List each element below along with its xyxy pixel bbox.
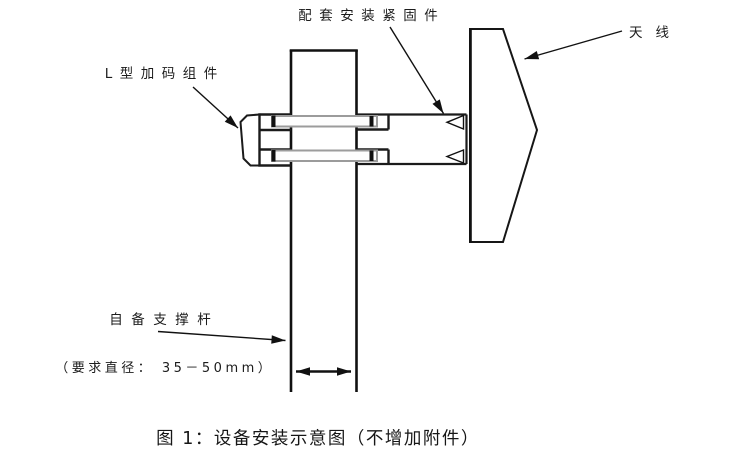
l-bracket-label: L型加码组件 xyxy=(104,66,225,82)
clamp-plate-slots xyxy=(356,114,390,164)
pole-diameter-note: （要求直径： 35－50mm） xyxy=(55,361,275,376)
antenna-shape xyxy=(469,28,539,243)
clamp-plate-outline xyxy=(356,113,468,166)
clamp-bolt-bottom xyxy=(271,149,378,162)
fastener-wedge-bottom xyxy=(445,148,465,165)
figure-caption: 图 1：设备安装示意图（不增加附件） xyxy=(156,429,480,449)
l-bracket-body xyxy=(258,113,291,167)
antenna-label: 天线 xyxy=(629,25,682,41)
clamp-bolt-top xyxy=(271,115,378,128)
l-bracket-nose xyxy=(239,113,261,167)
support-pole-label: 自备支撑杆 xyxy=(109,312,220,328)
support-pole-leader-line xyxy=(157,330,286,344)
fastener-label: 配套安装紧固件 xyxy=(298,8,446,24)
l-bracket-leader-line xyxy=(192,86,239,129)
l-bracket-slot-lines xyxy=(260,128,291,151)
antenna-leader-line xyxy=(524,30,623,60)
fastener-leader-line xyxy=(389,26,445,114)
fastener-wedge-top xyxy=(445,114,465,131)
